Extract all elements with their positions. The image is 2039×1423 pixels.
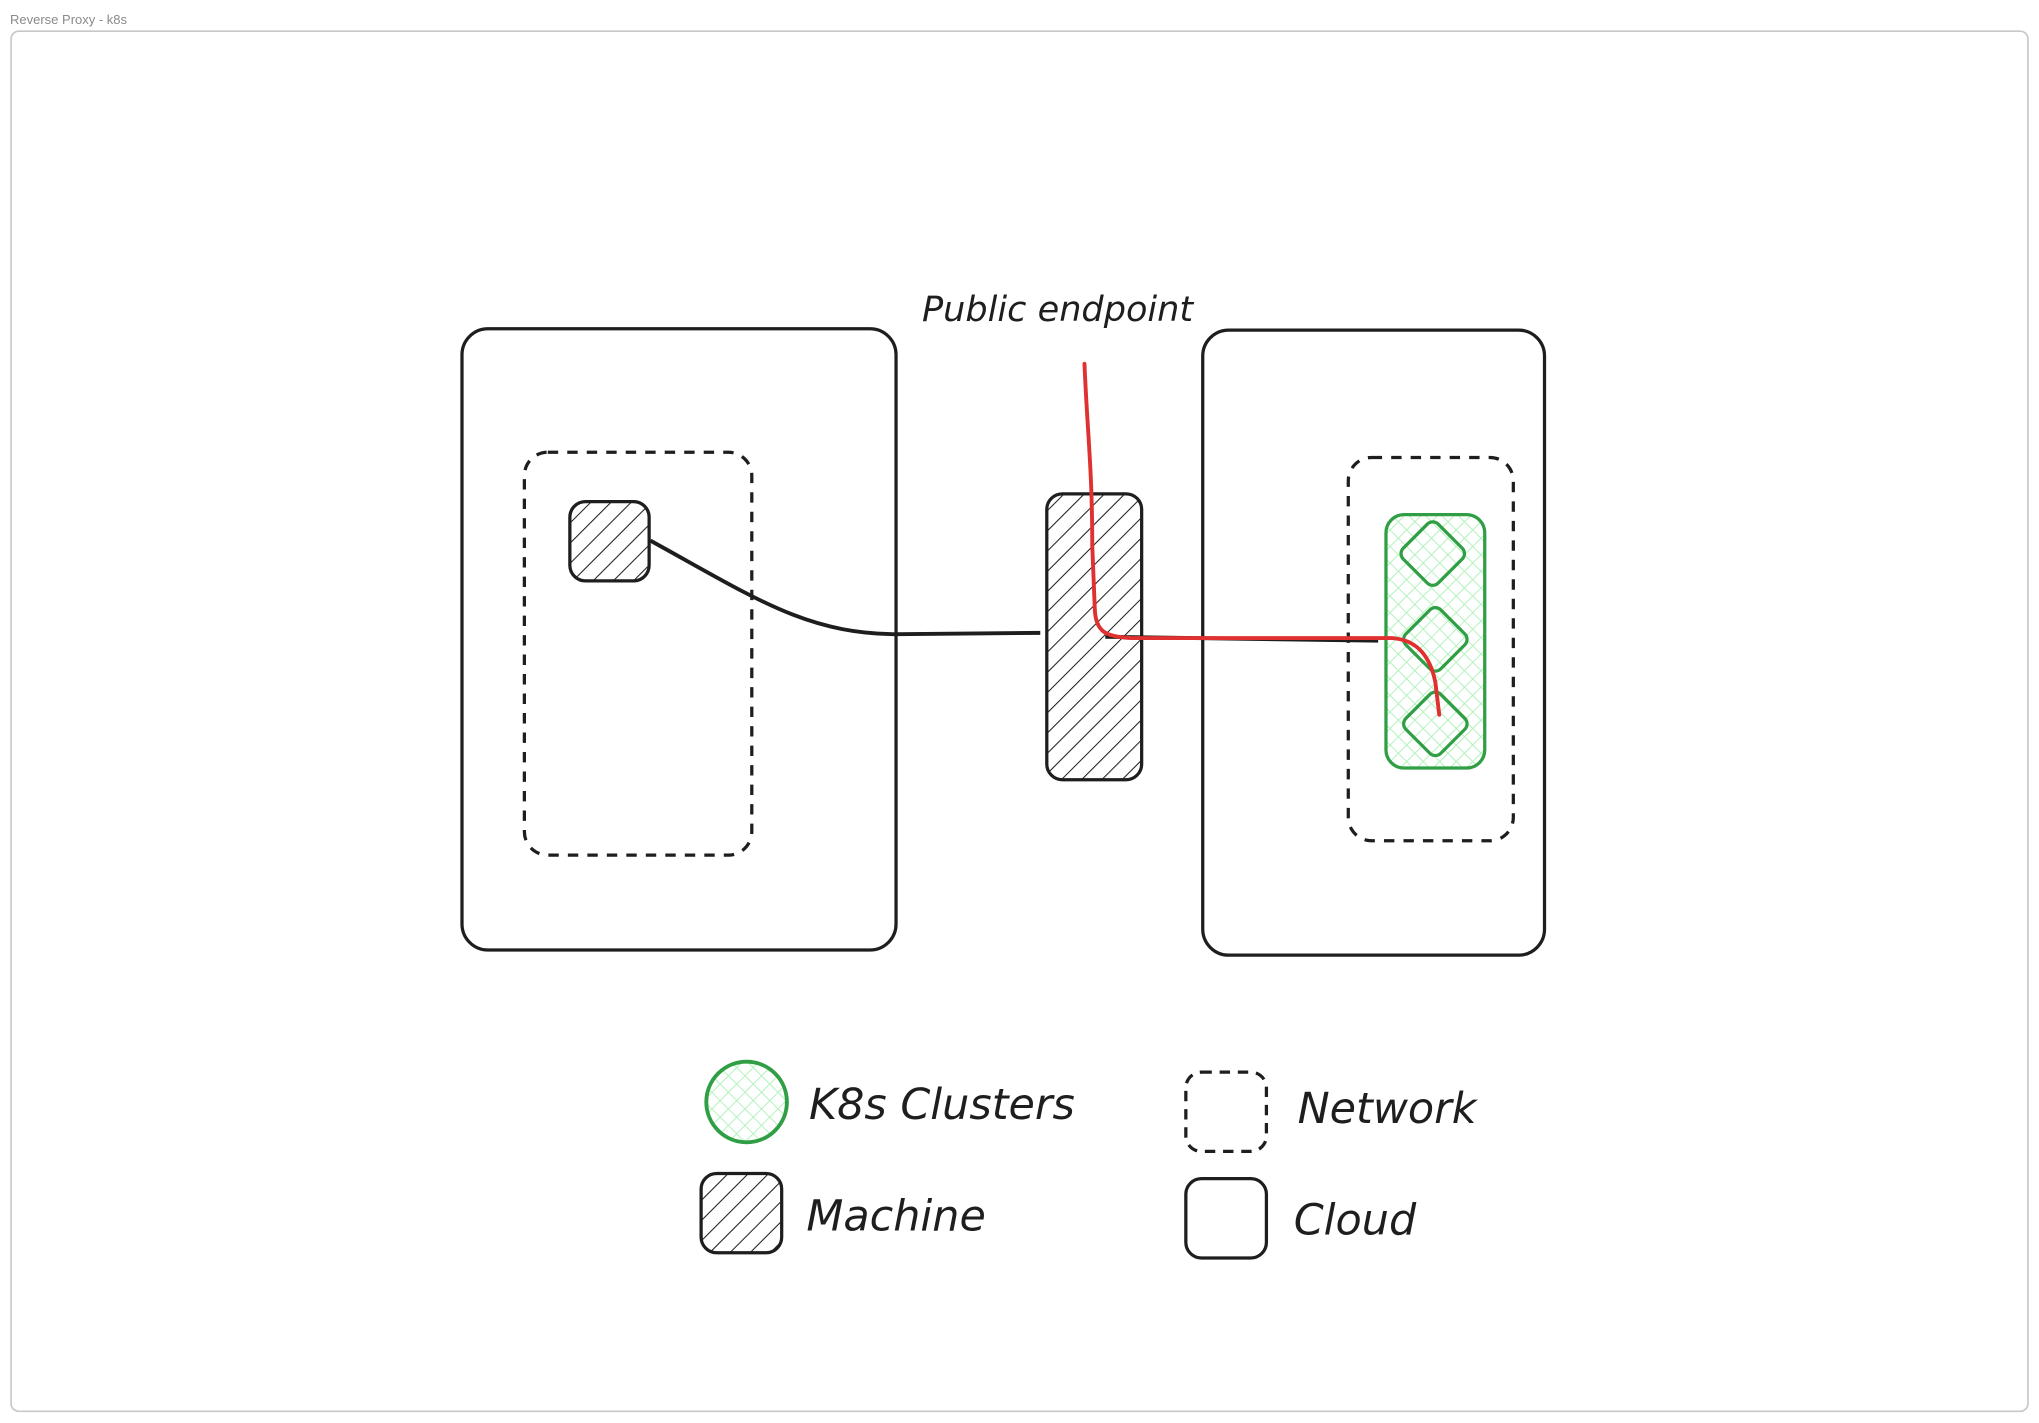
cloud-left[interactable] bbox=[460, 327, 898, 952]
cloud-icon bbox=[1184, 1177, 1269, 1260]
machine-icon bbox=[699, 1171, 784, 1255]
connection-left-to-proxy bbox=[649, 538, 1041, 637]
legend-network: Network bbox=[1298, 1084, 1479, 1134]
k8s-cluster[interactable] bbox=[1384, 512, 1487, 770]
public-route bbox=[1082, 361, 1442, 717]
machine-left[interactable] bbox=[568, 499, 651, 583]
k8s-node-3[interactable] bbox=[1400, 689, 1470, 759]
legend-k8s-clusters: K8s Clusters bbox=[809, 1080, 1075, 1130]
cloud-right[interactable] bbox=[1201, 328, 1547, 957]
k8s-node-1[interactable] bbox=[1398, 519, 1468, 589]
canvas-frame bbox=[10, 30, 2029, 1413]
k8s-node-2[interactable] bbox=[1400, 604, 1470, 674]
public-endpoint-label: Public endpoint bbox=[922, 289, 1194, 330]
network-icon bbox=[1184, 1070, 1269, 1154]
legend-machine: Machine bbox=[806, 1192, 985, 1242]
legend-cloud: Cloud bbox=[1294, 1196, 1417, 1246]
network-right[interactable] bbox=[1346, 455, 1515, 843]
window-title: Reverse Proxy - k8s bbox=[10, 12, 128, 27]
k8s-cluster-icon bbox=[704, 1059, 789, 1145]
network-left[interactable] bbox=[522, 450, 754, 857]
